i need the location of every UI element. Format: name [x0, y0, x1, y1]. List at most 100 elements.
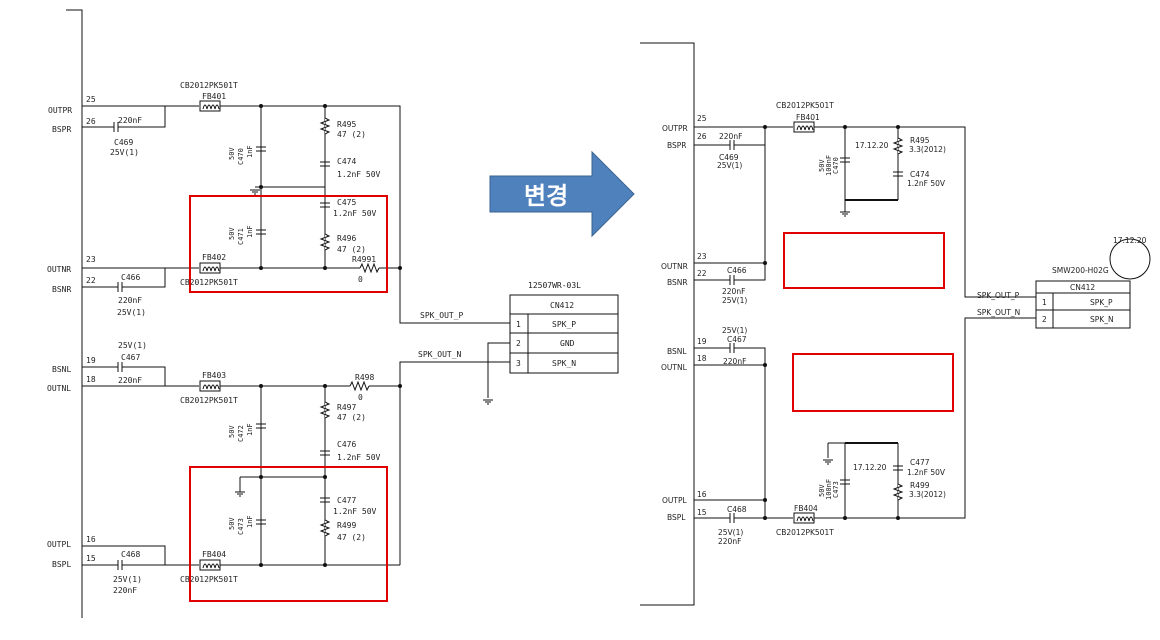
pin-outnr: OUTNR — [661, 262, 688, 271]
right-ic-border — [640, 42, 695, 606]
label: 0 — [358, 275, 363, 284]
connector-signal: SPK_N — [1090, 315, 1114, 324]
resistor-r496 — [319, 233, 331, 251]
pin-number: 26 — [697, 132, 707, 141]
inductor-fb404 — [199, 559, 221, 571]
pin-outnl: OUTNL — [661, 363, 688, 372]
label: 50V — [228, 227, 236, 240]
label: 1nF — [246, 145, 254, 158]
connector-pin: 3 — [516, 359, 521, 368]
pin-bsnl: BSNL — [667, 347, 687, 356]
label: C476 — [337, 440, 356, 449]
label: C475 — [337, 198, 356, 207]
label: 220nF — [113, 586, 137, 595]
label: 25V(1) — [717, 161, 742, 170]
resistor-r499 — [892, 483, 904, 501]
connector-part: SMW200-H02G — [1052, 266, 1109, 275]
label: 1.2nF 50V — [337, 170, 381, 179]
label: 220nF — [118, 296, 142, 305]
resistor-r4991 — [359, 262, 380, 274]
pin-bspr: BSPR — [52, 125, 71, 134]
inductor-fb402 — [199, 262, 221, 274]
connector-pin: 1 — [1042, 298, 1047, 307]
pin-outpr: OUTPR — [662, 124, 688, 133]
revision-date: 17.12.20 — [1113, 236, 1147, 245]
label: C477 — [910, 458, 930, 467]
connector-signal: SPK_P — [552, 320, 576, 329]
left-ic-border — [66, 9, 83, 618]
label: 25V(1) — [718, 528, 743, 537]
label: R499 — [910, 481, 930, 490]
inductor-fb404 — [793, 512, 815, 524]
label: 220nF — [118, 116, 142, 125]
label: 47 (2) — [337, 245, 366, 254]
label: C473 — [832, 481, 840, 498]
label: 25V(1) — [117, 308, 146, 317]
label: C473 — [237, 518, 245, 535]
label: FB402 — [202, 253, 226, 262]
label: FB401 — [796, 113, 820, 122]
label: 50V — [818, 159, 826, 172]
net-spk-out-p — [399, 268, 510, 324]
label: 25V(1) — [722, 326, 747, 335]
net-label: SPK_OUT_P — [420, 311, 464, 320]
label: R498 — [355, 373, 374, 382]
pin-number: 16 — [86, 535, 96, 544]
inductor-fb401 — [793, 121, 815, 133]
label: 1.2nF 50V — [907, 179, 946, 188]
connector-part: 12507WR-03L — [528, 281, 581, 290]
left-schematic: OUTPR BSPR OUTNR BSNR BSNL OUTNL OUTPL B… — [47, 9, 619, 618]
revision-date: 17.12.20 — [855, 141, 889, 150]
label: C466 — [121, 273, 140, 282]
connector-cn412 — [1035, 280, 1131, 329]
pin-number: 25 — [697, 114, 707, 123]
label: 50V — [228, 147, 236, 160]
label: 1.2nF 50V — [333, 209, 377, 218]
label: FB404 — [202, 550, 226, 559]
label: 47 (2) — [337, 533, 366, 542]
label: 47 (2) — [337, 130, 366, 139]
connector-signal: SPK_N — [552, 359, 576, 368]
removed-parts-highlight — [189, 195, 388, 293]
label: C467 — [121, 353, 140, 362]
label: 1.2nF 50V — [333, 507, 377, 516]
pin-number: 19 — [697, 337, 707, 346]
label: 220nF — [718, 537, 741, 546]
pin-number: 26 — [86, 117, 96, 126]
label: C469 — [114, 138, 133, 147]
label: 50V — [228, 517, 236, 530]
label: 220nF — [723, 357, 746, 366]
label: CB2012PK501T — [776, 528, 834, 537]
label: C468 — [121, 550, 140, 559]
pin-number: 22 — [86, 276, 96, 285]
net-label: SPK_OUT_N — [977, 308, 1020, 317]
label: 25V(1) — [110, 148, 139, 157]
label: 1nF — [246, 515, 254, 528]
change-arrow: 변경 — [489, 150, 635, 238]
wire — [220, 105, 401, 268]
ground-icon — [249, 189, 261, 195]
label: 50V — [818, 484, 826, 497]
label: C471 — [237, 228, 245, 245]
label: C470 — [832, 157, 840, 174]
label: 220nF — [118, 376, 142, 385]
net-spk-out-p — [814, 126, 1040, 298]
label: 25V(1) — [722, 296, 747, 305]
label: 47 (2) — [337, 413, 366, 422]
pin-bsnr: BSNR — [52, 285, 71, 294]
pin-outnl: OUTNL — [47, 384, 71, 393]
resistor-r495 — [892, 137, 904, 155]
net-spk-out-n — [814, 317, 1040, 519]
label: CB2012PK501T — [776, 101, 834, 110]
revision-date: 17.12.20 — [853, 463, 887, 472]
label: 1nF — [246, 225, 254, 238]
label: R4991 — [352, 255, 376, 264]
net-label: SPK_OUT_P — [977, 291, 1020, 300]
label: R499 — [337, 521, 356, 530]
label: C477 — [337, 496, 356, 505]
pin-outpr: OUTPR — [48, 106, 72, 115]
connector-pin: 2 — [1042, 315, 1047, 324]
ground-icon — [234, 491, 246, 497]
label: 3.3(2012) — [909, 490, 946, 499]
